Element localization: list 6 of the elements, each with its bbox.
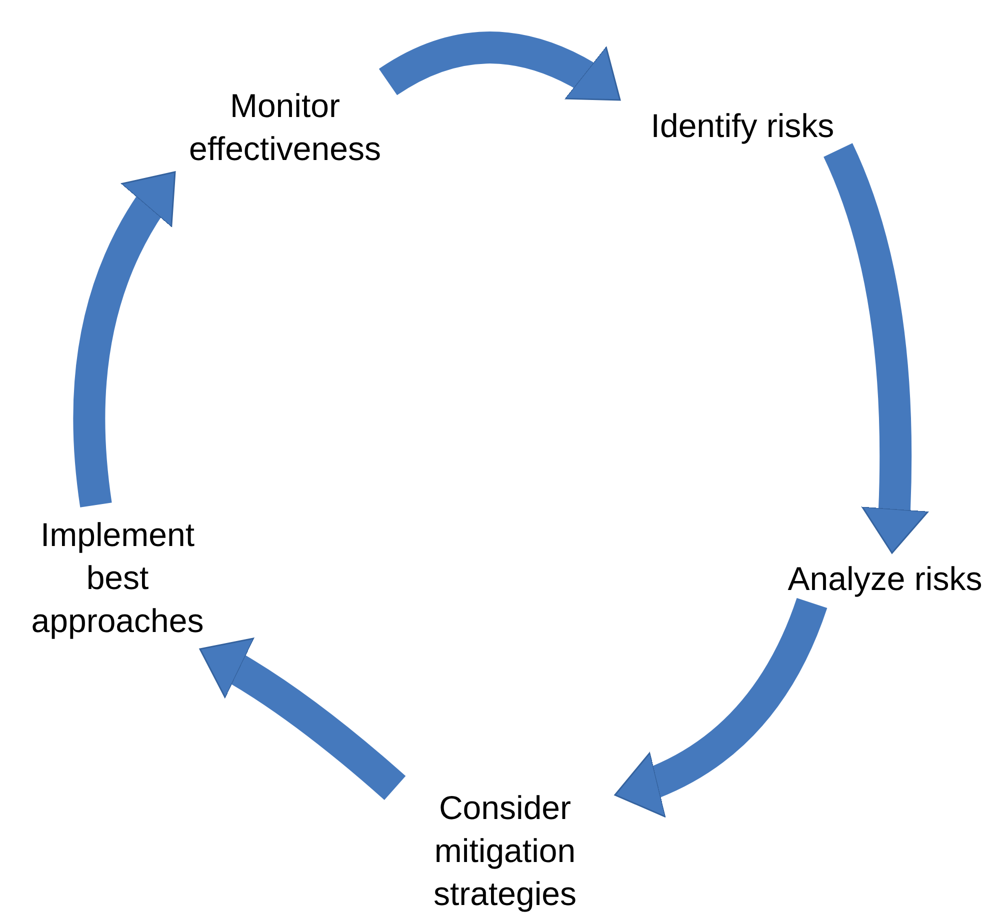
curved-arrow [823, 144, 928, 554]
step-label: Analyze risks [770, 553, 1000, 603]
step-label: Implement best approaches [5, 505, 230, 649]
step-label: Identify risks [620, 100, 865, 150]
step-label: Monitor effectiveness [175, 82, 395, 172]
step-label: Consider mitigation strategies [395, 778, 615, 922]
